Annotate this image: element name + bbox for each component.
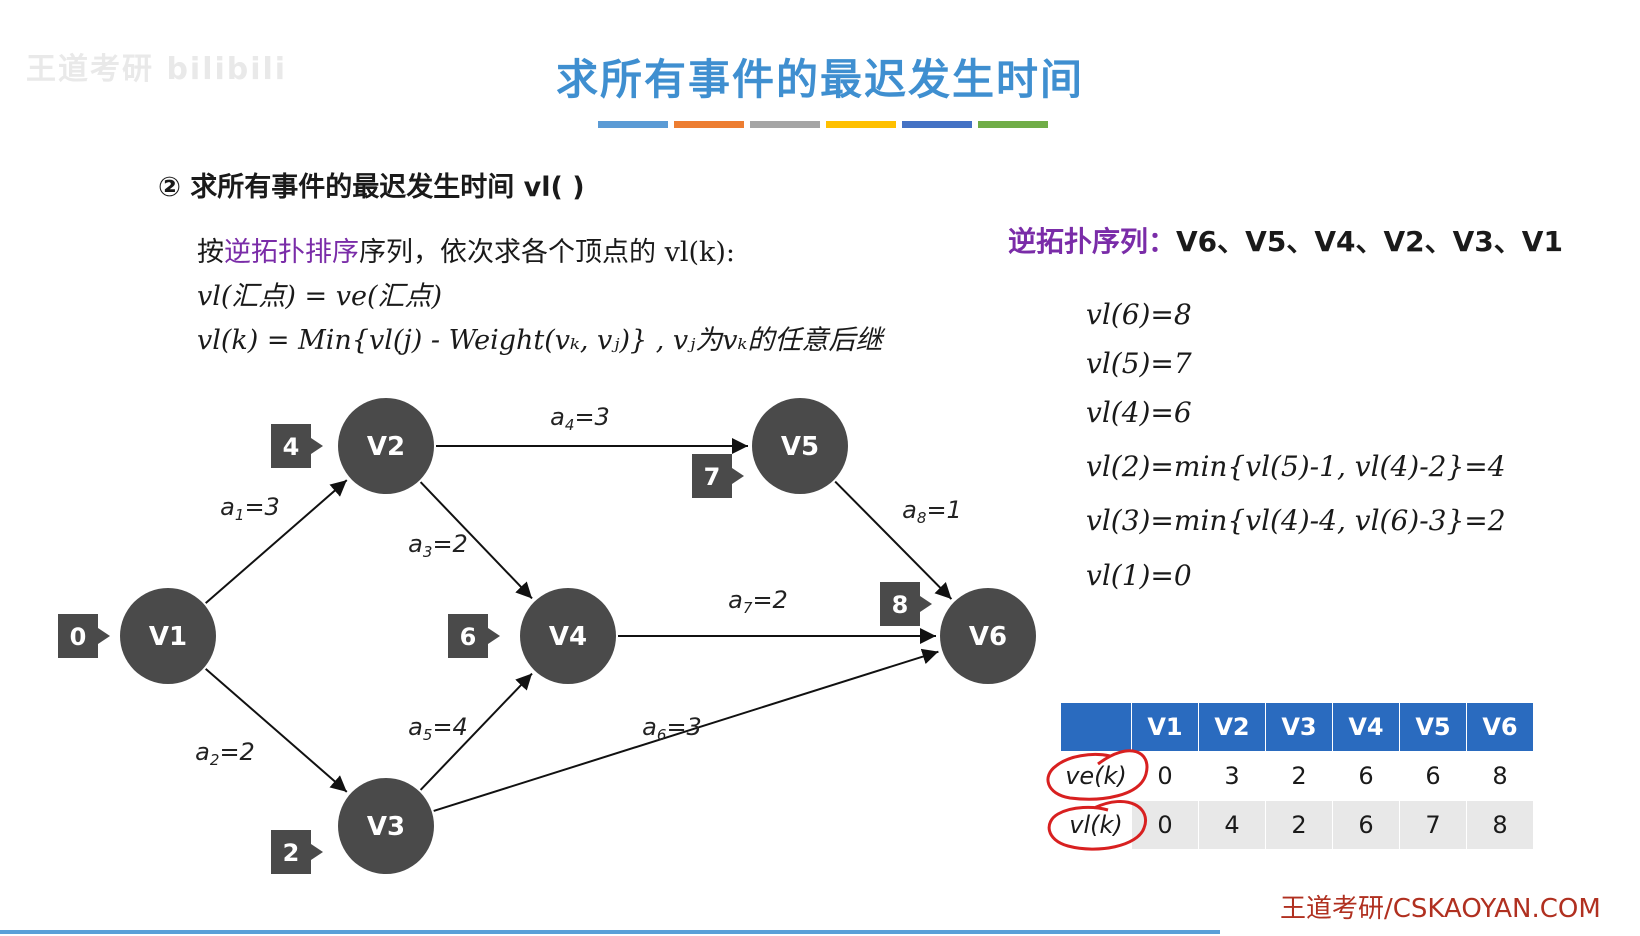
- rule-intro-prefix: 按: [197, 237, 224, 268]
- node-badge-value: 8: [892, 591, 909, 619]
- node-circle: [120, 588, 216, 684]
- table-corner: [1060, 702, 1132, 752]
- table-header-cell: V4: [1332, 702, 1400, 752]
- rule-intro-highlight: 逆拓扑排序: [224, 237, 359, 268]
- edge-weight-label: a2=2: [195, 738, 255, 769]
- bottom-rule: [0, 930, 1220, 934]
- table-cell: 4: [1198, 800, 1266, 850]
- color-bar-segment: [826, 121, 896, 128]
- edge-arrow: [433, 648, 939, 812]
- section-heading: ② 求所有事件的最迟发生时间 vl( ): [158, 172, 585, 203]
- watermark: 王道考研 bilibili: [26, 52, 288, 87]
- table-cell: 8: [1466, 800, 1534, 850]
- node-badge-value: 2: [283, 839, 300, 867]
- color-bar-segment: [598, 121, 668, 128]
- table-row: ve(k) 0 3 2 6 6 8: [1060, 751, 1534, 801]
- order-label: 逆拓扑序列：: [1008, 225, 1177, 258]
- result-line: vl(1)=0: [1086, 559, 1192, 592]
- node-badge: [271, 424, 323, 468]
- color-bar-segment: [750, 121, 820, 128]
- table-cell: 6: [1399, 751, 1467, 801]
- table-cell: 2: [1265, 800, 1333, 850]
- edge-weight-label: a3=2: [408, 530, 468, 561]
- edge-weight-label: a7=2: [728, 586, 788, 617]
- table-cell: 7: [1399, 800, 1467, 850]
- slide-title: 求所有事件的最迟发生时间: [555, 55, 1084, 104]
- rule-sink: vl(汇点) = ve(汇点): [197, 281, 443, 312]
- node-label: V3: [367, 812, 405, 842]
- node-badge: [58, 614, 110, 658]
- edge-arrow: [419, 481, 533, 600]
- handwritten-circles: [1046, 749, 1149, 851]
- result-line: vl(5)=7: [1086, 347, 1192, 380]
- color-bar: [598, 121, 1048, 128]
- table-header-cell: V2: [1198, 702, 1266, 752]
- node-circle: [940, 588, 1036, 684]
- rule-intro: 按逆拓扑排序序列，依次求各个顶点的 vl(k):: [197, 230, 735, 269]
- node-circle: [338, 778, 434, 874]
- edge-arrow: [205, 479, 348, 604]
- footer-brand: 王道考研/CSKAOYAN.COM: [1280, 894, 1601, 924]
- table-cell: 2: [1265, 751, 1333, 801]
- edge-weight-label: a6=3: [642, 713, 702, 744]
- edge-weight-label: a5=4: [408, 713, 468, 744]
- result-line: vl(6)=8: [1086, 298, 1192, 331]
- table-header-cell: V6: [1466, 702, 1534, 752]
- table-cell: 8: [1466, 751, 1534, 801]
- color-bar-segment: [674, 121, 744, 128]
- rule-formula: vl(k) = Min{vl(j) - Weight(vₖ, vⱼ)} , vⱼ…: [197, 325, 883, 356]
- node-badge-value: 4: [283, 433, 300, 461]
- node-badge-value: 7: [704, 463, 721, 491]
- edge-arrow: [834, 480, 953, 600]
- node-badge: [880, 582, 932, 626]
- table-cell: 6: [1332, 751, 1400, 801]
- table-header-row: V1 V2 V3 V4 V5 V6: [1060, 702, 1534, 752]
- node-label: V2: [367, 432, 405, 462]
- result-line: vl(2)=min{vl(5)-1, vl(4)-2}=4: [1086, 450, 1506, 483]
- node-circle: [338, 398, 434, 494]
- order-sequence: V6、V5、V4、V2、V3、V1: [1176, 225, 1563, 258]
- node-badge-value: 0: [70, 623, 87, 651]
- edge-weight-label: a4=3: [550, 403, 610, 434]
- result-line: vl(4)=6: [1086, 396, 1192, 429]
- table-cell: 6: [1332, 800, 1400, 850]
- color-bar-segment: [978, 121, 1048, 128]
- node-badge: [271, 830, 323, 874]
- node-badge: [448, 614, 500, 658]
- node-circle: [752, 398, 848, 494]
- node-badge-value: 6: [460, 623, 477, 651]
- node-label: V1: [149, 622, 187, 652]
- handwritten-circle-vl: [1047, 799, 1147, 851]
- edge-weight-label: a8=1: [902, 496, 962, 527]
- table-cell: 3: [1198, 751, 1266, 801]
- edge-arrow: [419, 672, 533, 791]
- color-bar-segment: [902, 121, 972, 128]
- edge-weight-label: a1=3: [220, 493, 280, 524]
- rule-intro-suffix: 序列，依次求各个顶点的 vl(k):: [359, 237, 735, 268]
- node-label: V6: [969, 622, 1007, 652]
- handwritten-circle-ve: [1046, 749, 1149, 801]
- table-header-cell: V3: [1265, 702, 1333, 752]
- aoe-network-diagram: a1=3 a2=2 a3=2 a4=3 a5=4 a6=3 a7=2 a8=1V1 0 V2 4V3…: [58, 398, 1036, 874]
- reverse-topological-order: 逆拓扑序列：V6、V5、V4、V2、V3、V1: [1008, 220, 1563, 260]
- node-badge: [692, 454, 744, 498]
- result-line: vl(3)=min{vl(4)-4, vl(6)-3}=2: [1086, 504, 1506, 537]
- node-circle: [520, 588, 616, 684]
- table-cell: 0: [1131, 751, 1199, 801]
- node-label: V4: [549, 622, 587, 652]
- node-label: V5: [781, 432, 819, 462]
- table-header-cell: V5: [1399, 702, 1467, 752]
- ve-vl-table: V1 V2 V3 V4 V5 V6 ve(k) 0 3 2 6 6 8 vl(k…: [1060, 702, 1534, 850]
- edge-arrow: [205, 668, 348, 793]
